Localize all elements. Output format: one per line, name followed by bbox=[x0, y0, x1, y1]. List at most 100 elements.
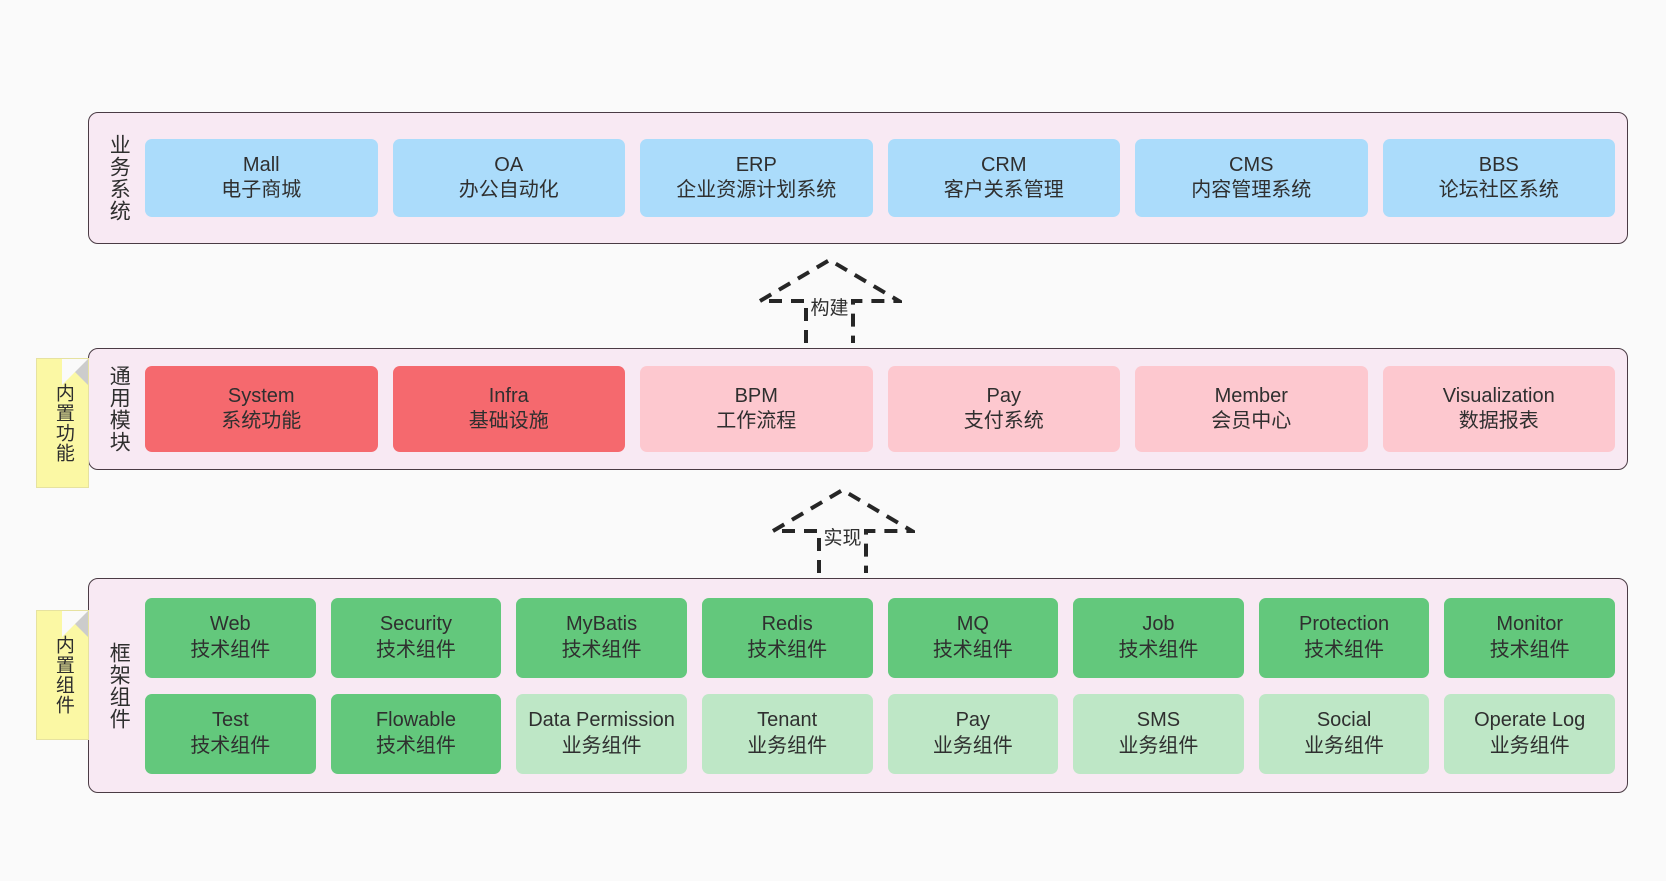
note-builtin-function-text: 内置功能 bbox=[52, 383, 74, 463]
card-subtitle: 企业资源计划系统 bbox=[676, 179, 837, 201]
card-visualization[interactable]: Visualization 数据报表 bbox=[1382, 366, 1615, 452]
card-title: Social bbox=[1316, 709, 1372, 732]
card-subtitle: 技术组件 bbox=[375, 638, 456, 661]
card-social[interactable]: Social 业务组件 bbox=[1258, 693, 1430, 774]
note-builtin-component: 内置组件 bbox=[36, 610, 89, 740]
card-row: System 系统功能 Infra 基础设施 BPM 工作流程 Pay 支付系统… bbox=[145, 366, 1615, 452]
card-subtitle: 电子商城 bbox=[221, 179, 302, 201]
build-arrow-icon bbox=[757, 258, 902, 343]
card-subtitle: 基础设施 bbox=[468, 410, 549, 432]
card-subtitle: 技术组件 bbox=[561, 638, 642, 661]
card-infra[interactable]: Infra 基础设施 bbox=[392, 366, 625, 452]
tier-body-common-module: System 系统功能 Infra 基础设施 BPM 工作流程 Pay 支付系统… bbox=[135, 359, 1615, 459]
connector-implement: 实现 bbox=[770, 488, 915, 574]
tier-body-framework-component: Web 技术组件 Security 技术组件 MyBatis 技术组件 Redi… bbox=[135, 589, 1615, 782]
card-flowable[interactable]: Flowable 技术组件 bbox=[330, 693, 502, 774]
card-title: Operate Log bbox=[1474, 709, 1586, 732]
card-job[interactable]: Job 技术组件 bbox=[1073, 597, 1244, 678]
card-title: Protection bbox=[1299, 613, 1390, 636]
card-subtitle: 技术组件 bbox=[190, 638, 271, 661]
card-subtitle: 业务组件 bbox=[1118, 734, 1199, 757]
card-subtitle: 客户关系管理 bbox=[943, 179, 1064, 201]
card-mq[interactable]: MQ 技术组件 bbox=[887, 597, 1059, 678]
card-subtitle: 业务组件 bbox=[747, 734, 828, 757]
note-builtin-component-text: 内置组件 bbox=[52, 635, 74, 715]
card-subtitle: 业务组件 bbox=[932, 734, 1013, 757]
card-subtitle: 技术组件 bbox=[190, 734, 271, 757]
card-title: ERP bbox=[735, 153, 777, 176]
card-cms[interactable]: CMS 内容管理系统 bbox=[1135, 139, 1368, 217]
card-subtitle: 技术组件 bbox=[375, 734, 456, 757]
card-title: BPM bbox=[734, 384, 778, 407]
card-bpm[interactable]: BPM 工作流程 bbox=[640, 366, 873, 452]
tier-body-business-system: Mall 电子商城 OA 办公自动化 ERP 企业资源计划系统 CRM 客户关系… bbox=[135, 123, 1615, 233]
card-subtitle: 技术组件 bbox=[1489, 638, 1570, 661]
card-title: Data Permission bbox=[528, 709, 675, 732]
card-subtitle: 内容管理系统 bbox=[1191, 179, 1312, 201]
card-subtitle: 论坛社区系统 bbox=[1438, 179, 1559, 201]
card-title: Pay bbox=[955, 709, 991, 732]
card-subtitle: 业务组件 bbox=[561, 734, 642, 757]
card-protection[interactable]: Protection 技术组件 bbox=[1258, 597, 1430, 678]
card-oa[interactable]: OA 办公自动化 bbox=[392, 139, 625, 217]
card-subtitle: 数据报表 bbox=[1458, 410, 1539, 432]
card-row: Test 技术组件 Flowable 技术组件 Data Permission … bbox=[145, 693, 1615, 774]
card-tenant[interactable]: Tenant 业务组件 bbox=[701, 693, 873, 774]
card-title: Member bbox=[1214, 384, 1288, 407]
note-builtin-function: 内置功能 bbox=[36, 358, 89, 488]
card-row: Mall 电子商城 OA 办公自动化 ERP 企业资源计划系统 CRM 客户关系… bbox=[145, 139, 1615, 217]
card-member[interactable]: Member 会员中心 bbox=[1135, 366, 1368, 452]
card-subtitle: 技术组件 bbox=[747, 638, 828, 661]
card-data-permission[interactable]: Data Permission 业务组件 bbox=[516, 693, 687, 774]
connector-implement-label: 实现 bbox=[823, 528, 862, 549]
card-monitor[interactable]: Monitor 技术组件 bbox=[1444, 597, 1615, 678]
card-erp[interactable]: ERP 企业资源计划系统 bbox=[640, 139, 873, 217]
card-bbs[interactable]: BBS 论坛社区系统 bbox=[1382, 139, 1615, 217]
card-security[interactable]: Security 技术组件 bbox=[330, 597, 502, 678]
card-mybatis[interactable]: MyBatis 技术组件 bbox=[516, 597, 687, 678]
card-title: BBS bbox=[1478, 153, 1519, 176]
tier-business-system: 业务系统 Mall 电子商城 OA 办公自动化 ERP 企业资源计划系统 CRM… bbox=[88, 112, 1628, 244]
card-system[interactable]: System 系统功能 bbox=[145, 366, 378, 452]
card-subtitle: 技术组件 bbox=[1118, 638, 1199, 661]
card-subtitle: 技术组件 bbox=[1304, 638, 1385, 661]
card-subtitle: 支付系统 bbox=[963, 410, 1044, 432]
card-title: Test bbox=[211, 709, 249, 732]
card-crm[interactable]: CRM 客户关系管理 bbox=[887, 139, 1120, 217]
card-title: Security bbox=[379, 613, 453, 636]
card-title: Web bbox=[209, 613, 251, 636]
card-title: Redis bbox=[761, 613, 813, 636]
card-operate-log[interactable]: Operate Log 业务组件 bbox=[1444, 693, 1615, 774]
card-redis[interactable]: Redis 技术组件 bbox=[701, 597, 873, 678]
card-test[interactable]: Test 技术组件 bbox=[145, 693, 316, 774]
card-mall[interactable]: Mall 电子商城 bbox=[145, 139, 378, 217]
card-title: Job bbox=[1142, 613, 1175, 636]
implement-arrow-icon bbox=[770, 488, 915, 573]
card-title: CMS bbox=[1229, 153, 1274, 176]
card-title: Mall bbox=[242, 153, 280, 176]
card-sms[interactable]: SMS 业务组件 bbox=[1073, 693, 1244, 774]
connector-build: 构建 bbox=[757, 258, 902, 344]
connector-build-label: 构建 bbox=[810, 298, 849, 319]
card-title: System bbox=[227, 384, 295, 407]
card-row: Web 技术组件 Security 技术组件 MyBatis 技术组件 Redi… bbox=[145, 597, 1615, 678]
card-title: Tenant bbox=[757, 709, 818, 732]
card-title: Flowable bbox=[375, 709, 456, 732]
card-title: CRM bbox=[980, 153, 1027, 176]
card-pay-business[interactable]: Pay 业务组件 bbox=[887, 693, 1059, 774]
card-title: Visualization bbox=[1442, 384, 1555, 407]
card-title: Pay bbox=[986, 384, 1021, 407]
card-web[interactable]: Web 技术组件 bbox=[145, 597, 316, 678]
card-subtitle: 工作流程 bbox=[716, 410, 797, 432]
tier-title-business-system: 业务系统 bbox=[107, 134, 131, 222]
card-subtitle: 业务组件 bbox=[1304, 734, 1385, 757]
tier-common-module: 通用模块 System 系统功能 Infra 基础设施 BPM 工作流程 Pay… bbox=[88, 348, 1628, 470]
card-title: MQ bbox=[956, 613, 989, 636]
card-title: SMS bbox=[1136, 709, 1181, 732]
card-subtitle: 会员中心 bbox=[1211, 410, 1292, 432]
card-subtitle: 技术组件 bbox=[932, 638, 1013, 661]
tier-title-framework-component: 框架组件 bbox=[107, 641, 131, 730]
card-pay[interactable]: Pay 支付系统 bbox=[887, 366, 1120, 452]
card-subtitle: 办公自动化 bbox=[458, 179, 559, 201]
